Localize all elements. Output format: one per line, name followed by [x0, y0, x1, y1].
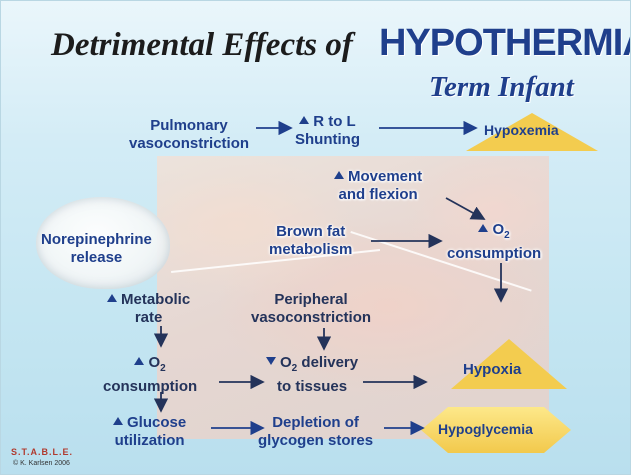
node-line: O [492, 221, 504, 238]
arrow-movement-to-o2 [446, 198, 484, 219]
node-pulmonary-vasoconstriction: Pulmonary vasoconstriction [129, 117, 249, 153]
node-line: rate [107, 309, 190, 327]
node-line: Depletion of [258, 414, 373, 432]
node-line: vasoconstriction [251, 309, 371, 327]
increase-arrow-icon [334, 171, 344, 179]
node-line: O [148, 354, 160, 371]
node-o2-delivery: O2 delivery to tissues [266, 354, 358, 396]
node-line: to tissues [266, 378, 358, 396]
node-o2-consumption-left: O2 consumption [103, 354, 197, 396]
node-movement-flexion: Movement and flexion [334, 168, 422, 204]
node-line: Shunting [295, 131, 360, 149]
decrease-arrow-icon [266, 357, 276, 365]
node-line: Pulmonary [129, 117, 249, 135]
node-norepinephrine-release: Norepinephrine release [41, 231, 152, 267]
subscript: 2 [504, 230, 510, 241]
node-line: Norepinephrine [41, 231, 152, 249]
stable-logo: S.T.A.B.L.E. [11, 447, 73, 457]
node-line: release [41, 249, 152, 267]
node-line: utilization [113, 432, 186, 450]
outcome-hypoglycemia: Hypoglycemia [438, 421, 533, 437]
node-o2-consumption-right: O2 consumption [447, 221, 541, 263]
node-line: consumption [447, 245, 541, 263]
node-line: delivery [297, 354, 358, 371]
node-line: Brown fat [269, 223, 352, 241]
node-line: consumption [103, 378, 197, 396]
node-glucose-utilization: Glucose utilization [113, 414, 186, 450]
node-line: glycogen stores [258, 432, 373, 450]
node-line: Movement [348, 168, 422, 185]
node-glycogen-depletion: Depletion of glycogen stores [258, 414, 373, 450]
node-brown-fat-metabolism: Brown fat metabolism [269, 223, 352, 259]
increase-arrow-icon [134, 357, 144, 365]
node-line: metabolism [269, 241, 352, 259]
node-line: and flexion [334, 186, 422, 204]
outcome-hypoxia: Hypoxia [463, 361, 521, 378]
copyright: © K. Karlsen 2006 [13, 460, 70, 467]
increase-arrow-icon [478, 224, 488, 232]
node-line: O [280, 354, 292, 371]
subscript: 2 [160, 363, 166, 374]
increase-arrow-icon [299, 116, 309, 124]
increase-arrow-icon [113, 417, 123, 425]
node-line: Glucose [127, 414, 186, 431]
increase-arrow-icon [107, 294, 117, 302]
outcome-hypoxemia: Hypoxemia [484, 122, 559, 138]
node-line: vasoconstriction [129, 135, 249, 153]
node-metabolic-rate: Metabolic rate [107, 291, 190, 327]
node-peripheral-vasoconstriction: Peripheral vasoconstriction [251, 291, 371, 327]
node-r-to-l-shunting: R to L Shunting [295, 113, 360, 149]
node-line: R to L [313, 113, 356, 130]
node-line: Peripheral [251, 291, 371, 309]
node-line: Metabolic [121, 291, 190, 308]
